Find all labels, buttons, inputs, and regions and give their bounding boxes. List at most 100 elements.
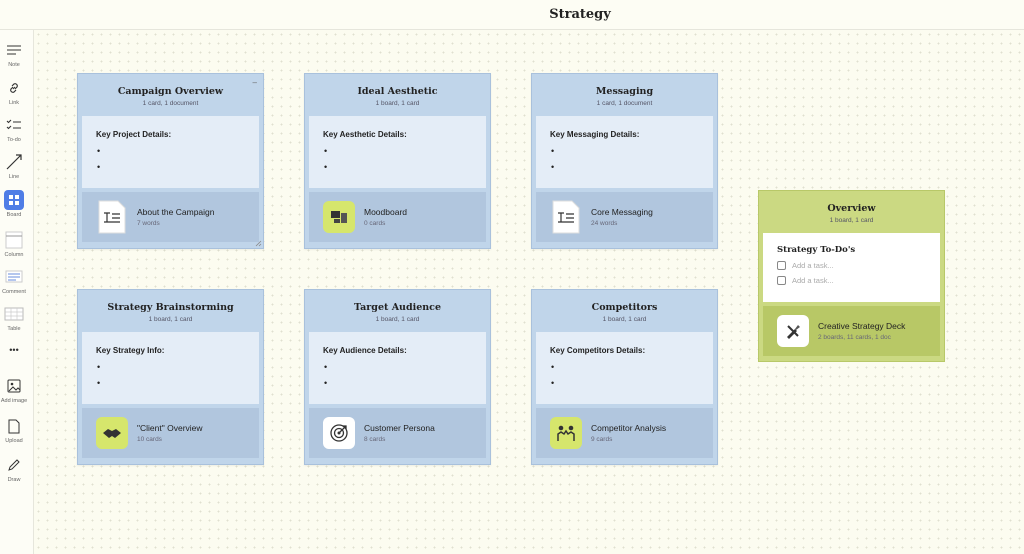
comment-icon <box>4 267 24 287</box>
link-card[interactable]: "Client" Overview 10 cards <box>82 408 259 458</box>
handshake-icon <box>96 417 128 449</box>
card-name: Creative Strategy Deck <box>818 321 906 331</box>
bullet-item: • <box>97 162 101 172</box>
top-bar: Strategy <box>0 0 1024 30</box>
link-card[interactable]: Competitor Analysis 9 cards <box>536 408 713 458</box>
tool-draw[interactable]: Draw <box>0 455 28 483</box>
tool-line[interactable]: Line <box>0 152 28 180</box>
task-placeholder: Add a task... <box>792 261 834 270</box>
note-title: Key Audience Details: <box>323 346 407 355</box>
note-card[interactable]: Key Strategy Info: • • <box>82 332 259 404</box>
page-title: Strategy <box>549 7 611 22</box>
card-name: About the Campaign <box>137 207 215 217</box>
board-subtitle: 1 board, 1 card <box>602 316 647 323</box>
line-arrow-icon <box>4 152 24 172</box>
card-name: Competitor Analysis <box>591 423 667 433</box>
link-card[interactable]: Core Messaging 24 words <box>536 192 713 242</box>
note-title: Key Competitors Details: <box>550 346 646 355</box>
bullet-item: • <box>324 162 328 172</box>
tool-table[interactable]: Table <box>0 304 28 332</box>
column-icon <box>4 230 24 250</box>
checklist-icon <box>4 115 24 135</box>
tool-todo[interactable]: To-do <box>0 115 28 143</box>
card-meta: 8 cards <box>364 436 386 443</box>
bullet-item: • <box>97 378 101 388</box>
bullet-item: • <box>324 146 328 156</box>
todo-list[interactable]: Strategy To-Do's Add a task... Add a tas… <box>763 233 940 302</box>
card-meta: 0 cards <box>364 220 386 227</box>
bullet-item: • <box>551 378 555 388</box>
tool-add-image[interactable]: Add image <box>0 376 28 404</box>
board-subtitle: 1 board, 1 card <box>148 316 193 323</box>
tool-more[interactable]: ••• <box>0 340 28 360</box>
note-card[interactable]: Key Project Details: • • <box>82 116 259 188</box>
bullet-item: • <box>97 362 101 372</box>
pencil-icon <box>4 455 24 475</box>
board-subtitle: 1 board, 1 card <box>829 217 874 224</box>
note-title: Key Aesthetic Details: <box>323 130 407 139</box>
board-messaging[interactable]: Messaging 1 card, 1 document Key Messagi… <box>531 73 718 249</box>
link-card[interactable]: About the Campaign 7 words <box>82 192 259 242</box>
card-name: Core Messaging <box>591 207 653 217</box>
tool-comment[interactable]: Comment <box>0 267 28 295</box>
note-card[interactable]: Key Audience Details: • • <box>309 332 486 404</box>
board-subtitle: 1 card, 1 document <box>596 100 653 107</box>
board-campaign-overview[interactable]: – Campaign Overview 1 card, 1 document K… <box>77 73 264 249</box>
note-card[interactable]: Key Aesthetic Details: • • <box>309 116 486 188</box>
board-competitors[interactable]: Competitors 1 board, 1 card Key Competit… <box>531 289 718 465</box>
document-icon <box>550 200 582 234</box>
bullet-item: • <box>97 146 101 156</box>
board-subtitle: 1 card, 1 document <box>142 100 199 107</box>
card-name: Moodboard <box>364 207 408 217</box>
link-card[interactable]: Creative Strategy Deck 2 boards, 11 card… <box>763 306 940 356</box>
tool-column[interactable]: Column <box>0 230 28 258</box>
tool-link[interactable]: Link <box>0 78 28 106</box>
card-meta: 9 cards <box>591 436 613 443</box>
board-title: Strategy Brainstorming <box>107 302 234 313</box>
tool-board[interactable]: Board <box>0 190 28 218</box>
board-title: Overview <box>827 203 876 214</box>
link-card[interactable]: Customer Persona 8 cards <box>309 408 486 458</box>
board-title: Campaign Overview <box>117 86 224 97</box>
tool-upload[interactable]: Upload <box>0 416 28 444</box>
board-title: Ideal Aesthetic <box>357 86 438 97</box>
todo-title: Strategy To-Do's <box>777 245 856 255</box>
board-title: Competitors <box>591 302 658 313</box>
left-toolbar: Note Link To-do Line Board Column Comm <box>0 30 34 554</box>
link-card[interactable]: Moodboard 0 cards <box>309 192 486 242</box>
board-subtitle: 1 board, 1 card <box>375 100 420 107</box>
todo-task[interactable]: Add a task... <box>777 261 926 270</box>
resize-handle-icon[interactable] <box>255 240 262 247</box>
card-meta: 2 boards, 11 cards, 1 doc <box>818 334 891 341</box>
more-icon: ••• <box>9 345 19 355</box>
target-icon <box>323 417 355 449</box>
table-icon <box>4 304 24 324</box>
board-icon <box>4 190 24 210</box>
board-strategy-brainstorming[interactable]: Strategy Brainstorming 1 board, 1 card K… <box>77 289 264 465</box>
note-card[interactable]: Key Competitors Details: • • <box>536 332 713 404</box>
bullet-item: • <box>551 146 555 156</box>
checkbox[interactable] <box>777 276 786 285</box>
minimize-icon[interactable]: – <box>252 78 257 87</box>
note-icon <box>4 40 24 60</box>
note-card[interactable]: Key Messaging Details: • • <box>536 116 713 188</box>
card-meta: 10 cards <box>137 436 162 443</box>
card-name: "Client" Overview <box>137 423 203 433</box>
board-title: Target Audience <box>353 302 441 313</box>
moodboard-icon <box>323 201 355 233</box>
note-title: Key Strategy Info: <box>96 346 165 355</box>
board-overview[interactable]: Overview 1 board, 1 card Strategy To-Do'… <box>758 190 945 362</box>
people-icon <box>550 417 582 449</box>
board-ideal-aesthetic[interactable]: Ideal Aesthetic 1 board, 1 card Key Aest… <box>304 73 491 249</box>
checkbox[interactable] <box>777 261 786 270</box>
card-meta: 24 words <box>591 220 618 227</box>
note-title: Key Messaging Details: <box>550 130 640 139</box>
note-title: Key Project Details: <box>96 130 172 139</box>
image-icon <box>4 376 24 396</box>
bullet-item: • <box>551 362 555 372</box>
board-target-audience[interactable]: Target Audience 1 board, 1 card Key Audi… <box>304 289 491 465</box>
tool-note[interactable]: Note <box>0 40 28 68</box>
todo-task[interactable]: Add a task... <box>777 276 926 285</box>
board-subtitle: 1 board, 1 card <box>375 316 420 323</box>
card-name: Customer Persona <box>364 423 435 433</box>
